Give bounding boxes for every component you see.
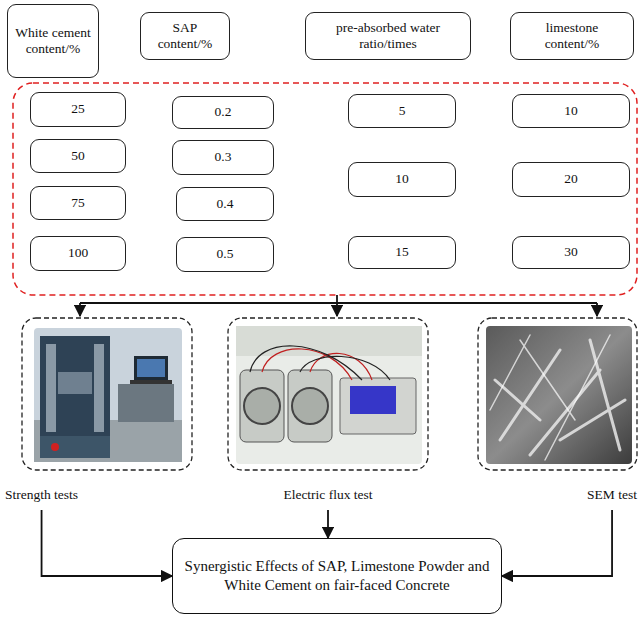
value-box: 0.2	[172, 96, 274, 129]
box-text: Synergistic Effects of SAP, Limestone Po…	[183, 557, 491, 595]
press-photo	[34, 328, 182, 462]
box-text: 100	[68, 245, 88, 261]
value-box: 10	[512, 94, 630, 128]
parameter-region	[13, 83, 637, 295]
header-box: pre-absorbed water ratio/times	[305, 12, 471, 60]
box-text: 0.5	[217, 246, 234, 262]
result-box: Synergistic Effects of SAP, Limestone Po…	[172, 538, 502, 614]
box-text: 20	[564, 171, 578, 187]
box-text: 50	[71, 148, 85, 164]
box-text: 0.4	[217, 196, 234, 212]
box-text: pre-absorbed water ratio/times	[312, 20, 464, 52]
test-panel: Electric flux test	[228, 318, 428, 506]
header-box: limestone content/%	[510, 12, 634, 60]
flow-arrow	[327, 510, 329, 538]
header-box: SAP content/%	[140, 12, 230, 60]
sem-photo	[486, 326, 632, 464]
value-box: 0.4	[176, 187, 274, 221]
test-label: Electric flux test	[228, 484, 428, 506]
header-box: White cement content/%	[7, 4, 99, 78]
flow-arrow	[42, 510, 172, 576]
value-box: 15	[348, 236, 456, 269]
value-box: 0.3	[172, 140, 274, 175]
box-text: 25	[71, 101, 85, 117]
value-box: 0.5	[176, 237, 274, 272]
test-panel: SEM test	[470, 318, 637, 506]
flux-photo	[236, 326, 422, 464]
box-text: 15	[395, 244, 409, 260]
value-box: 25	[30, 92, 126, 127]
value-box: 30	[512, 236, 630, 269]
flow-arrow	[502, 510, 612, 576]
box-text: White cement content/%	[14, 25, 92, 57]
photo-frame	[22, 318, 192, 470]
box-text: limestone content/%	[517, 20, 627, 52]
value-box: 50	[30, 139, 126, 173]
value-box: 5	[348, 94, 456, 128]
value-box: 100	[30, 236, 126, 271]
test-label: SEM test	[587, 484, 637, 506]
box-text: 30	[564, 244, 578, 260]
value-box: 10	[348, 162, 456, 197]
value-box: 20	[512, 162, 630, 197]
test-label: Strength tests	[5, 484, 78, 506]
value-box: 75	[30, 186, 126, 220]
box-text: SAP content/%	[147, 20, 223, 52]
split-arrows	[80, 295, 597, 316]
box-text: 0.2	[215, 104, 232, 120]
box-text: 10	[395, 171, 409, 187]
box-text: 10	[564, 103, 578, 119]
test-panel: Strength tests	[5, 318, 192, 506]
box-text: 75	[71, 195, 85, 211]
box-text: 0.3	[215, 149, 232, 165]
photo-frame	[478, 318, 637, 470]
box-text: 5	[399, 103, 406, 119]
photo-frame	[228, 318, 428, 470]
